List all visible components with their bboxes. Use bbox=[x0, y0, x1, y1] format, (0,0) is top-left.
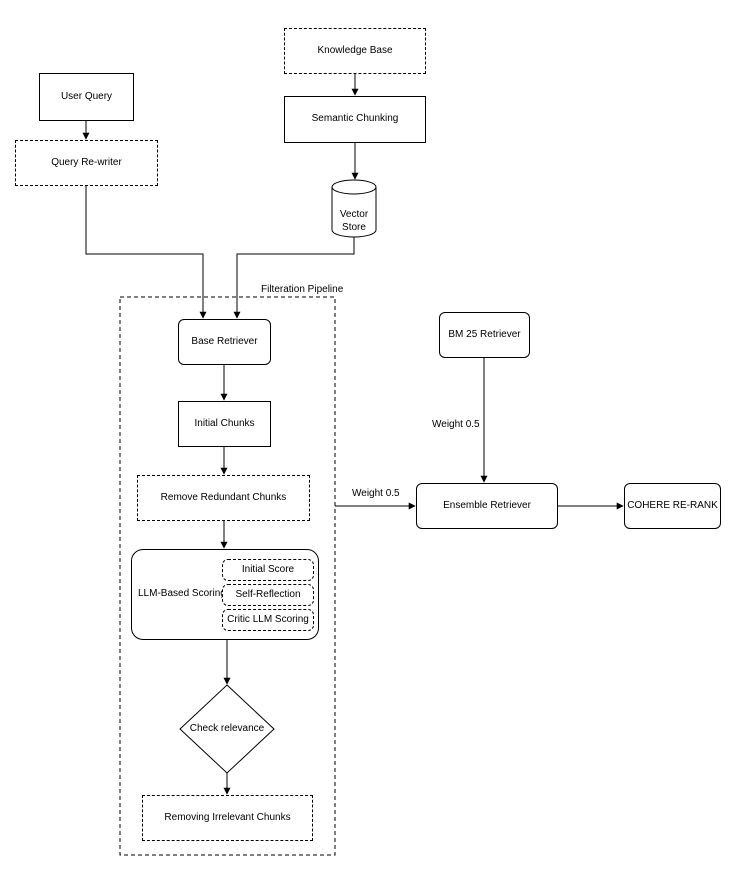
initial-chunks-node: Initial Chunks bbox=[178, 401, 271, 447]
semantic-chunking-node: Semantic Chunking bbox=[284, 96, 426, 143]
remove-redundant-chunks-node: Remove Redundant Chunks bbox=[137, 475, 310, 521]
bm25-weight-label: Weight 0.5 bbox=[432, 419, 480, 430]
edge-vector-to-base bbox=[233, 237, 355, 319]
bm25-retriever-node: BM 25 Retriever bbox=[439, 312, 530, 358]
vector-store-cylinder bbox=[331, 179, 377, 238]
ensemble-retriever-node: Ensemble Retriever bbox=[416, 483, 558, 529]
filteration-pipeline-label: Filteration Pipeline bbox=[261, 284, 344, 295]
base-retriever-node: Base Retriever bbox=[178, 319, 271, 365]
user-query-node: User Query bbox=[39, 73, 134, 121]
pipeline-weight-label: Weight 0.5 bbox=[352, 488, 400, 499]
self-reflection-node: Self-Reflection bbox=[222, 584, 314, 606]
initial-score-node: Initial Score bbox=[222, 559, 314, 581]
filteration-pipeline-group bbox=[119, 296, 336, 856]
check-relevance-label: Check relevance bbox=[189, 723, 265, 734]
knowledge-base-node: Knowledge Base bbox=[284, 28, 426, 74]
removing-irrelevant-chunks-node: Removing Irrelevant Chunks bbox=[142, 795, 313, 841]
cohere-rerank-node: COHERE RE-RANK bbox=[624, 483, 721, 529]
edge-rewriter-to-base bbox=[85, 186, 207, 319]
vector-store-label: Vector Store bbox=[339, 209, 369, 233]
critic-llm-scoring-node: Critic LLM Scoring bbox=[222, 609, 314, 631]
query-rewriter-node: Query Re-writer bbox=[15, 140, 158, 186]
